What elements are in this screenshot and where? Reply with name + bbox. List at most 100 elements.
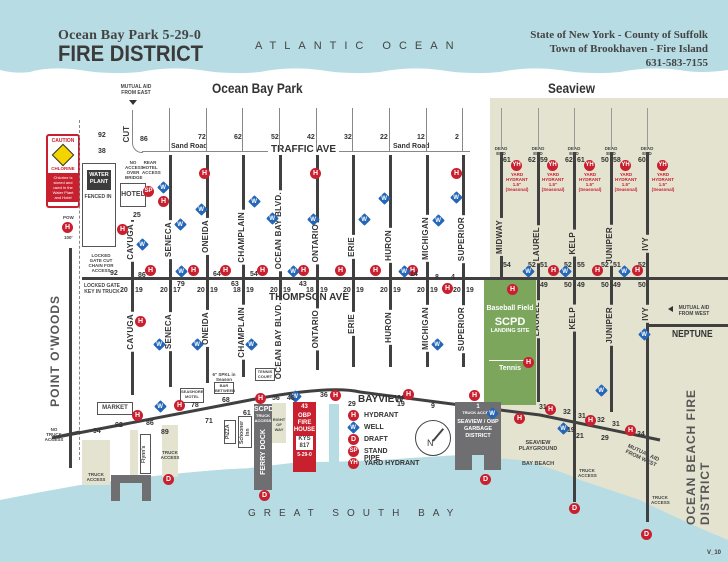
hydrant-icon[interactable]: H: [220, 265, 231, 276]
hydrant-icon[interactable]: H: [407, 265, 418, 276]
market: MARKET: [97, 402, 133, 415]
legend-draft: DRAFT: [364, 436, 388, 443]
draft-icon[interactable]: D: [569, 503, 580, 514]
dead-end-label: DEAD END: [567, 146, 581, 156]
road-midway: [500, 152, 503, 278]
road-pow: [69, 248, 72, 468]
hydrant-icon[interactable]: H: [257, 265, 268, 276]
hydrant-icon[interactable]: H: [523, 357, 534, 368]
hydrant-icon[interactable]: H: [585, 415, 596, 426]
hydrant-icon[interactable]: H: [507, 284, 518, 295]
fire-house-label: OBP FIRE HOUSE: [293, 413, 316, 433]
yard-hydrant-note: YARD HYDRANT 1.5" (Seasonal): [614, 172, 638, 192]
yard-hydrant-icon: YH: [348, 458, 359, 469]
hydrant-icon[interactable]: H: [117, 224, 128, 235]
garbage-district: 1 TRUCK ACCESS SEAVIEW / OBP GARBAGE DIS…: [455, 402, 501, 470]
locked-gate-key: LOCKED GATE KEY IN TRUCK: [83, 283, 121, 295]
road-champlain: [242, 155, 245, 377]
arrow-left-icon: [668, 306, 673, 312]
tennis-label: Tennis: [498, 365, 522, 372]
legend-standpipe: STAND PIPE: [364, 448, 388, 462]
road-erie: [352, 155, 355, 367]
hydrant-icon[interactable]: H: [199, 168, 210, 179]
legend-yard-hydrant: YARD HYDRANT: [364, 460, 420, 467]
compass-north: N: [427, 438, 434, 448]
hydrant-icon[interactable]: H: [370, 265, 381, 276]
hydrant-icon[interactable]: H: [545, 404, 556, 415]
draft-icon[interactable]: D: [480, 474, 491, 485]
dead-end-label: DEAD END: [640, 146, 654, 156]
mutual-aid-east: MUTUAL AID FROM EAST: [120, 84, 152, 96]
hydrant-icon[interactable]: H: [625, 425, 636, 436]
hydrant-icon: H: [348, 410, 359, 421]
draft-icon[interactable]: D: [163, 474, 174, 485]
garbage-label: SEAVIEW / OBP GARBAGE DISTRICT: [457, 419, 499, 439]
seaview-playground: SEAVIEW PLAYGROUND: [518, 440, 558, 452]
hydrant-icon[interactable]: H: [188, 265, 199, 276]
draft-icon[interactable]: D: [641, 529, 652, 540]
hydrant-icon[interactable]: H: [174, 400, 185, 411]
yard-hydrant-icon[interactable]: YH: [511, 160, 522, 171]
hydrant-icon[interactable]: H: [592, 265, 603, 276]
road-juniper: [610, 152, 613, 412]
state-line-2: Town of Brookhaven - Fire Island: [549, 43, 708, 55]
yard-hydrant-icon[interactable]: YH: [584, 160, 595, 171]
yard-hydrant-icon[interactable]: YH: [620, 160, 631, 171]
ferry-dock: SCPD TRUCK ACCESS FERRY DOCK: [254, 404, 274, 490]
no-truck-access: NO TRUCK ACCESS: [44, 427, 64, 442]
road-cayuga: [131, 220, 134, 395]
hydrant-icon[interactable]: H: [310, 168, 321, 179]
hydrant-icon[interactable]: H: [255, 393, 266, 404]
legend-hydrant: HYDRANT: [364, 412, 399, 419]
hydrant-icon[interactable]: H: [330, 390, 341, 401]
hydrant-icon[interactable]: H: [158, 196, 169, 207]
yard-hydrant-icon[interactable]: YH: [547, 160, 558, 171]
neptune-road: [646, 324, 728, 327]
yard-hydrant-note: YARD HYDRANT 1.5" (Seasonal): [651, 172, 675, 192]
hydrant-icon[interactable]: H: [442, 283, 453, 294]
fire-house-number: 43: [301, 404, 308, 410]
state-line-1: State of New York - County of Suffolk: [530, 29, 708, 41]
road-laurel: [537, 152, 540, 402]
ocean-bay-park-label: Ocean Bay Park: [212, 80, 303, 96]
ferry-dock-label: FERRY DOCK: [259, 429, 267, 475]
hydrant-icon[interactable]: H: [451, 168, 462, 179]
baseball-field: Baseball Field SCPD LANDING SITE Tennis: [484, 280, 536, 405]
hydrant-icon[interactable]: H: [135, 316, 146, 327]
hydrant-icon[interactable]: H: [469, 390, 480, 401]
phone-number: 631-583-7155: [645, 57, 708, 69]
draft-icon: D: [348, 434, 359, 445]
hydrant-icon[interactable]: H: [548, 265, 559, 276]
hydrant-icon[interactable]: H: [62, 222, 73, 233]
neptune-label: NEPTUNE: [672, 329, 713, 340]
canal: [329, 404, 339, 474]
thompson-ave-road: [82, 277, 728, 280]
pow-label: POW: [63, 215, 74, 220]
hydrant-icon[interactable]: H: [514, 413, 525, 424]
great-south-bay-label: GREAT SOUTH BAY: [248, 508, 462, 519]
seaview-label: Seaview: [548, 80, 595, 96]
right-of-way-label: RIGHT OF WAY: [272, 417, 286, 432]
yard-hydrant-icon[interactable]: YH: [657, 160, 668, 171]
scpd-label: SCPD: [254, 406, 274, 413]
standpipe-icon[interactable]: SP: [143, 186, 154, 197]
draft-icon[interactable]: D: [259, 490, 270, 501]
hydrant-icon[interactable]: H: [632, 265, 643, 276]
water-plant: WATER PLANT: [87, 170, 111, 190]
no-access-label: NO ACCESS OVER BRIDGE: [125, 160, 144, 180]
truck-access-strip: [82, 440, 110, 485]
hydrant-icon[interactable]: H: [335, 265, 346, 276]
truck-access-label: TRUCK ACCESS: [160, 450, 180, 460]
version-label: V_10: [707, 550, 722, 556]
hydrant-icon[interactable]: H: [298, 265, 309, 276]
thompson-ave-label: THOMPSON AVE: [266, 292, 353, 303]
hydrant-icon[interactable]: H: [132, 410, 143, 421]
hydrant-icon[interactable]: H: [403, 389, 414, 400]
chlorine-note: Chlorine is stored and used in the Water…: [48, 173, 78, 202]
hydrant-icon[interactable]: H: [145, 265, 156, 276]
baseball-field-label: Baseball Field: [486, 305, 534, 312]
truck-access-label: TRUCK ACCESS: [86, 472, 106, 482]
caution-title: CAUTION: [51, 138, 75, 144]
flynns: Flynn's: [140, 434, 151, 474]
caution-box: CAUTION CHLORINE Chlorine is stored and …: [46, 134, 80, 208]
